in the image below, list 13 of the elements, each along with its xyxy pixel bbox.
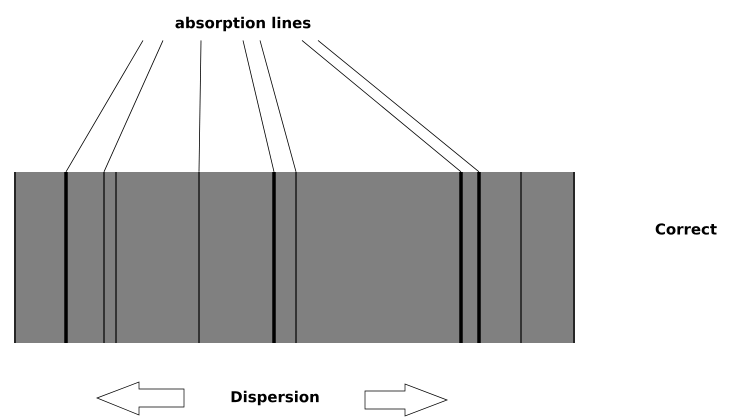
callout-text: absorption lines: [176, 16, 310, 32]
leader-line: [260, 40, 296, 172]
absorption-line: [198, 172, 200, 343]
leader-line: [318, 40, 480, 172]
label-text: Dispersion: [232, 390, 319, 406]
leader-line: [198, 40, 202, 172]
absorption-line: [103, 172, 105, 343]
leader-line: [302, 40, 462, 172]
absorption-line: [295, 172, 297, 343]
leader-line: [104, 40, 164, 172]
label-text: Correct: [656, 223, 717, 235]
leader-line: [66, 40, 144, 172]
leader-line: [242, 40, 274, 172]
